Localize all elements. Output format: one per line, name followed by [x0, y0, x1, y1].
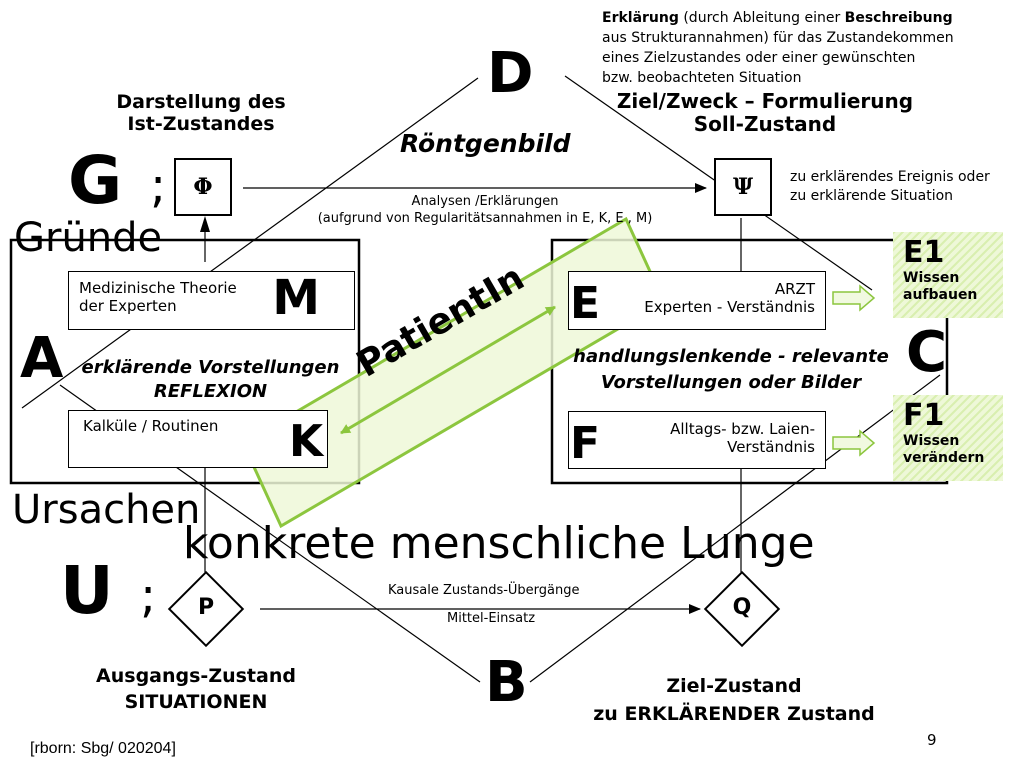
source-footnote: [rborn: Sbg/ 020204]: [30, 740, 176, 757]
explanation-bold-2: Beschreibung: [844, 10, 953, 26]
target-state-title: Ziel/Zweck – Formulierung Soll-Zustand: [600, 90, 930, 136]
medical-theory-line2: der Experten: [79, 297, 177, 315]
letter-u: U: [60, 552, 114, 629]
phi-symbol: Φ: [193, 174, 213, 200]
explain-event-note: zu erklärendes Ereignis oder zu erklären…: [790, 168, 990, 206]
current-state-title-line2: Ist-Zustandes: [127, 112, 275, 135]
analysis-line2: (aufgrund von Regularitätsannahmen in E,…: [317, 211, 653, 226]
gruende-label: Gründe: [14, 215, 163, 261]
goal-state-label: Ziel-Zustand zu ERKLÄRENDER Zustand: [575, 672, 893, 728]
corner-b: B: [485, 650, 528, 715]
letter-e: E: [570, 278, 601, 329]
reflection-line2: REFLEXION: [153, 381, 268, 402]
start-state-label: Ausgangs-Zustand SITUATIONEN: [80, 663, 312, 715]
layperson-box: Alltags- bzw. Laien- Verständnis: [568, 411, 826, 469]
semicolon-g: ;: [150, 158, 167, 214]
corner-d: D: [487, 41, 534, 106]
knowledge-change-box: F1 Wissen verändern: [893, 395, 1003, 481]
analysis-label: Analysen /Erklärungen (aufgrund von Regu…: [285, 193, 685, 227]
letter-f: F: [570, 418, 601, 469]
f1-heading: F1: [903, 398, 945, 433]
calculus-text: Kalküle / Routinen: [83, 417, 219, 435]
expert-line2: Experten - Verständnis: [644, 298, 815, 316]
expert-line1: ARZT: [774, 280, 815, 298]
explanation-line-3: eines Zielzustandes oder einer gewünscht…: [602, 50, 916, 66]
explanation-line-4: bzw. beobachteten Situation: [602, 70, 802, 86]
e1-arrow: [832, 284, 876, 312]
explanation-bold-1: Erklärung: [602, 10, 679, 26]
target-state-title-line1: Ziel/Zweck – Formulierung: [616, 89, 914, 113]
lung-label: konkrete menschliche Lunge: [183, 518, 815, 569]
medical-theory-box: Medizinische Theorie der Experten M: [68, 271, 355, 330]
knowledge-build-box: E1 Wissen aufbauen: [893, 232, 1003, 318]
current-state-title: Darstellung des Ist-Zustandes: [96, 91, 306, 136]
goal-state-line2: zu ERKLÄRENDER Zustand: [593, 703, 875, 725]
expert-box: ARZT Experten - Verständnis: [568, 271, 826, 330]
semicolon-u: ;: [140, 568, 157, 624]
corner-c: C: [906, 320, 948, 385]
explanation-line-2: aus Strukturannahmen) für das Zustandeko…: [602, 30, 954, 46]
explanation-note: Erklärung (durch Ableitung einer Beschre…: [602, 8, 954, 88]
explain-event-line2: zu erklärende Situation: [790, 188, 954, 204]
explain-event-line1: zu erklärendes Ereignis oder: [790, 169, 990, 185]
e1-line2: aufbauen: [903, 286, 978, 303]
reflection-line1: erklärende Vorstellungen: [81, 357, 340, 378]
explanation-text-1: (durch Ableitung einer: [678, 10, 845, 26]
f1-line2: verändern: [903, 449, 985, 466]
patient-link-arrow: [340, 305, 556, 435]
f1-arrow: [832, 429, 876, 457]
f1-line1: Wissen: [903, 433, 960, 449]
e1-heading: E1: [903, 235, 945, 270]
e1-line1: Wissen: [903, 270, 960, 286]
letter-g: G: [68, 142, 123, 219]
q-symbol: Q: [732, 595, 752, 620]
letter-m: M: [272, 270, 320, 326]
diamond-edge-d-a: [21, 77, 479, 409]
action-label: handlungslenkende - relevante Vorstellun…: [556, 344, 906, 396]
letter-k: K: [289, 416, 324, 467]
causal-label: Kausale Zustands-Übergänge: [388, 583, 580, 598]
action-line1: handlungslenkende - relevante: [573, 346, 889, 367]
calculus-box: Kalküle / Routinen: [68, 410, 328, 468]
means-label: Mittel-Einsatz: [447, 611, 536, 626]
diamond-edge-c-b: [529, 374, 941, 683]
reflection-label: erklärende Vorstellungen REFLEXION: [68, 356, 353, 404]
causes-label: Ursachen: [12, 487, 201, 533]
target-state-title-line2: Soll-Zustand: [693, 112, 837, 136]
xray-label: Röntgenbild: [400, 129, 571, 158]
layperson-line1: Alltags- bzw. Laien-: [670, 420, 815, 438]
corner-a: A: [20, 326, 64, 391]
psi-symbol: Ψ: [732, 174, 754, 200]
layperson-line2: Verständnis: [727, 438, 815, 456]
medical-theory-line1: Medizinische Theorie: [79, 279, 237, 297]
psi-box: Ψ: [714, 158, 772, 216]
start-state-line2: SITUATIONEN: [124, 691, 268, 713]
current-state-title-line1: Darstellung des: [116, 91, 286, 113]
start-state-line1: Ausgangs-Zustand: [96, 665, 296, 687]
page-number: 9: [927, 731, 937, 749]
goal-state-line1: Ziel-Zustand: [666, 675, 802, 697]
phi-box: Φ: [174, 158, 232, 216]
p-symbol: P: [197, 595, 215, 620]
action-line2: Vorstellungen oder Bilder: [600, 372, 862, 393]
analysis-line1: Analysen /Erklärungen: [411, 194, 559, 209]
